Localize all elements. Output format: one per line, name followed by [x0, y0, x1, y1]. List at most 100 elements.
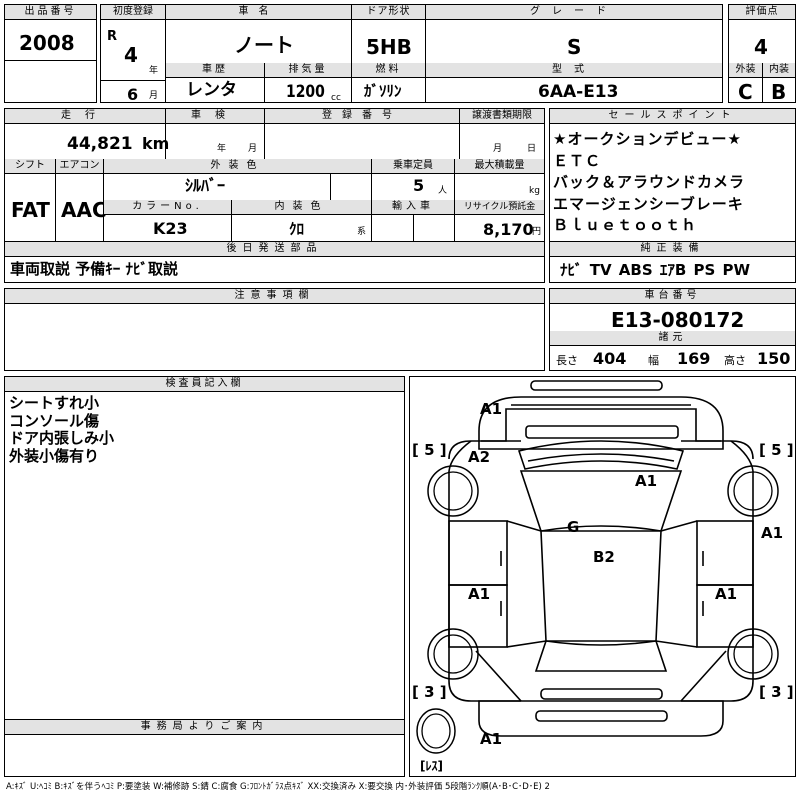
office-label: 事務局よりご案内: [5, 720, 404, 735]
length: 404: [593, 349, 627, 368]
era: R: [107, 29, 118, 44]
import-label: 輸入車: [372, 200, 454, 215]
damage-mark-left-fender: A2: [468, 448, 491, 466]
reg-year: 4: [124, 43, 138, 67]
model: 6AA-E13: [538, 82, 619, 102]
sales-point: ★オークションデビュー★: [553, 130, 742, 148]
spare-label: [ﾚｽ]: [420, 759, 443, 773]
interior-score: B: [771, 80, 787, 104]
later-parts: 車両取説 予備ｷｰ ﾅﾋﾞ取説: [10, 260, 178, 278]
displacement: 1200: [286, 82, 325, 102]
damage-mark-right-fender: A1: [761, 524, 784, 542]
car-name-label: 車名: [166, 5, 351, 20]
transfer-label: 譲渡書類期限: [460, 109, 544, 124]
displacement-unit: cc: [331, 93, 341, 103]
inspector-cell: 検査員記入欄 シートすれ小 コンソール傷 ドア内張しみ小 外装小傷有り: [4, 376, 405, 720]
recycle: 8,170: [483, 220, 534, 239]
grade: S: [567, 35, 582, 59]
wheel-rear-left-icon: [427, 628, 479, 680]
damage-diagram: [ 5 ] [ 5 ] [ 3 ] [ 3 ] [ﾚｽ] A1 A2 A1 A1…: [409, 376, 796, 777]
transfer-day: 日: [527, 144, 537, 154]
int-color-unit: 系: [357, 227, 367, 237]
width-label: 幅: [648, 354, 659, 367]
door: 5HB: [366, 35, 412, 59]
height: 150: [757, 349, 791, 368]
color-no: K23: [153, 219, 188, 238]
wheel-rear-right-icon: [727, 628, 779, 680]
mileage-unit: km: [142, 134, 170, 153]
exterior-score: C: [738, 80, 753, 104]
notes-label: 注意事項欄: [5, 289, 544, 304]
chassis-label: 車台番号: [550, 289, 795, 304]
inspector-label: 検査員記入欄: [5, 377, 404, 392]
office-cell: 事務局よりご案内: [4, 719, 405, 777]
fuel: ｶﾞｿﾘﾝ: [364, 82, 402, 100]
history: レンタ: [186, 80, 237, 100]
year-unit: 年: [149, 66, 159, 76]
month-unit: 月: [149, 91, 159, 101]
score-cell: 評価点 4 外装 内装 C B: [728, 4, 796, 103]
chassis-cell: 車台番号 E13-080172 諸元 長さ 404 幅 169 高さ 150: [549, 288, 796, 371]
score-label: 評価点: [729, 5, 795, 20]
width: 169: [677, 349, 711, 368]
wheel-front-left-icon: [427, 465, 479, 517]
listing-number: 2008: [19, 31, 75, 55]
exterior-label: 外装: [729, 63, 762, 78]
car-name: ノート: [234, 33, 294, 57]
listing-number-cell: 出品番号 2008: [4, 4, 97, 61]
displacement-label: 排気量: [265, 63, 351, 78]
car-outline: [448, 380, 754, 737]
equipment-label: 純正装備: [550, 242, 795, 257]
equipment: ﾅﾋﾞ TV ABS ｴｱB PS PW: [560, 261, 751, 279]
color-no-label: カラーNo.: [104, 200, 231, 215]
tread-front-right: [ 5 ]: [759, 441, 794, 459]
mileage: 44,821: [67, 134, 133, 154]
first-reg-label: 初度登録: [101, 5, 165, 20]
inspector-remark: コンソール傷: [9, 411, 100, 430]
inspection-label: 車検: [166, 109, 264, 124]
first-registration-cell: 初度登録 R 4 年 6 月: [100, 4, 166, 103]
tread-rear-right: [ 3 ]: [759, 683, 794, 701]
grade-label: グレード: [426, 5, 722, 20]
ac-label: エアコン: [56, 159, 103, 174]
max-load-label: 最大積載量: [455, 159, 544, 174]
damage-mark-rear: A1: [480, 730, 503, 748]
inspector-remark: シートすれ小: [9, 394, 100, 412]
history-label: 車歴: [166, 63, 264, 78]
sales-points-label: セールスポイント: [550, 109, 795, 124]
ext-color: ｼﾙﾊﾞｰ: [185, 176, 226, 195]
legend: A:ｷｽﾞ U:ﾍｺﾐ B:ｷｽﾞを伴うﾍｺﾐ P:要塗装 W:補修跡 S:錆 …: [6, 782, 550, 792]
dimensions-label: 諸元: [550, 331, 795, 346]
capacity: 5: [413, 176, 425, 195]
door-cell: ドア形状 5HB 燃料 ｶﾞｿﾘﾝ: [351, 4, 426, 103]
inspector-remark: 外装小傷有り: [9, 446, 100, 465]
recycle-unit: 円: [532, 227, 542, 237]
sales-point: Ｂｌｕｅｔｏｏｔｈ: [553, 216, 698, 234]
inspector-remark: ドア内張しみ小: [9, 429, 115, 447]
score: 4: [754, 35, 768, 59]
sales-point: バック＆アラウンドカメラ: [553, 173, 746, 191]
interior-label: 内装: [763, 63, 795, 78]
damage-mark-windshield: G: [567, 518, 580, 536]
int-color: ｸﾛ: [289, 220, 305, 238]
sales-points-list: ★オークションデビュー★ ＥＴＣ バック＆アラウンドカメラ エマージェンシーブレ…: [553, 129, 745, 237]
recycle-label: リサイクル預託金: [455, 200, 544, 215]
capacity-label: 乗車定員: [372, 159, 454, 174]
door-label: ドア形状: [352, 5, 425, 20]
transfer-month: 月: [493, 144, 503, 154]
height-label: 高さ: [724, 354, 746, 367]
car-name-cell: 車名 ノート 車歴 排気量 レンタ 1200 cc: [165, 4, 352, 103]
damage-mark-front: A1: [480, 400, 503, 418]
capacity-unit: 人: [438, 186, 448, 196]
reg-month: 6: [127, 85, 139, 104]
tread-front-left: [ 5 ]: [412, 441, 447, 459]
sales-point: ＥＴＣ: [553, 151, 602, 170]
inspection-year-unit: 年: [217, 144, 227, 154]
wheel-front-right-icon: [727, 465, 779, 517]
later-parts-cell: 後日発送部品 車両取説 予備ｷｰ ﾅﾋﾞ取説: [4, 241, 545, 283]
sales-points-cell: セールスポイント ★オークションデビュー★ ＥＴＣ バック＆アラウンドカメラ エ…: [549, 108, 796, 242]
notes-cell: 注意事項欄: [4, 288, 545, 371]
damage-mark-right-rear-door: A1: [715, 585, 738, 603]
grade-cell: グレード S 型式 6AA-E13: [425, 4, 723, 103]
listing-number-blank: [4, 60, 97, 103]
